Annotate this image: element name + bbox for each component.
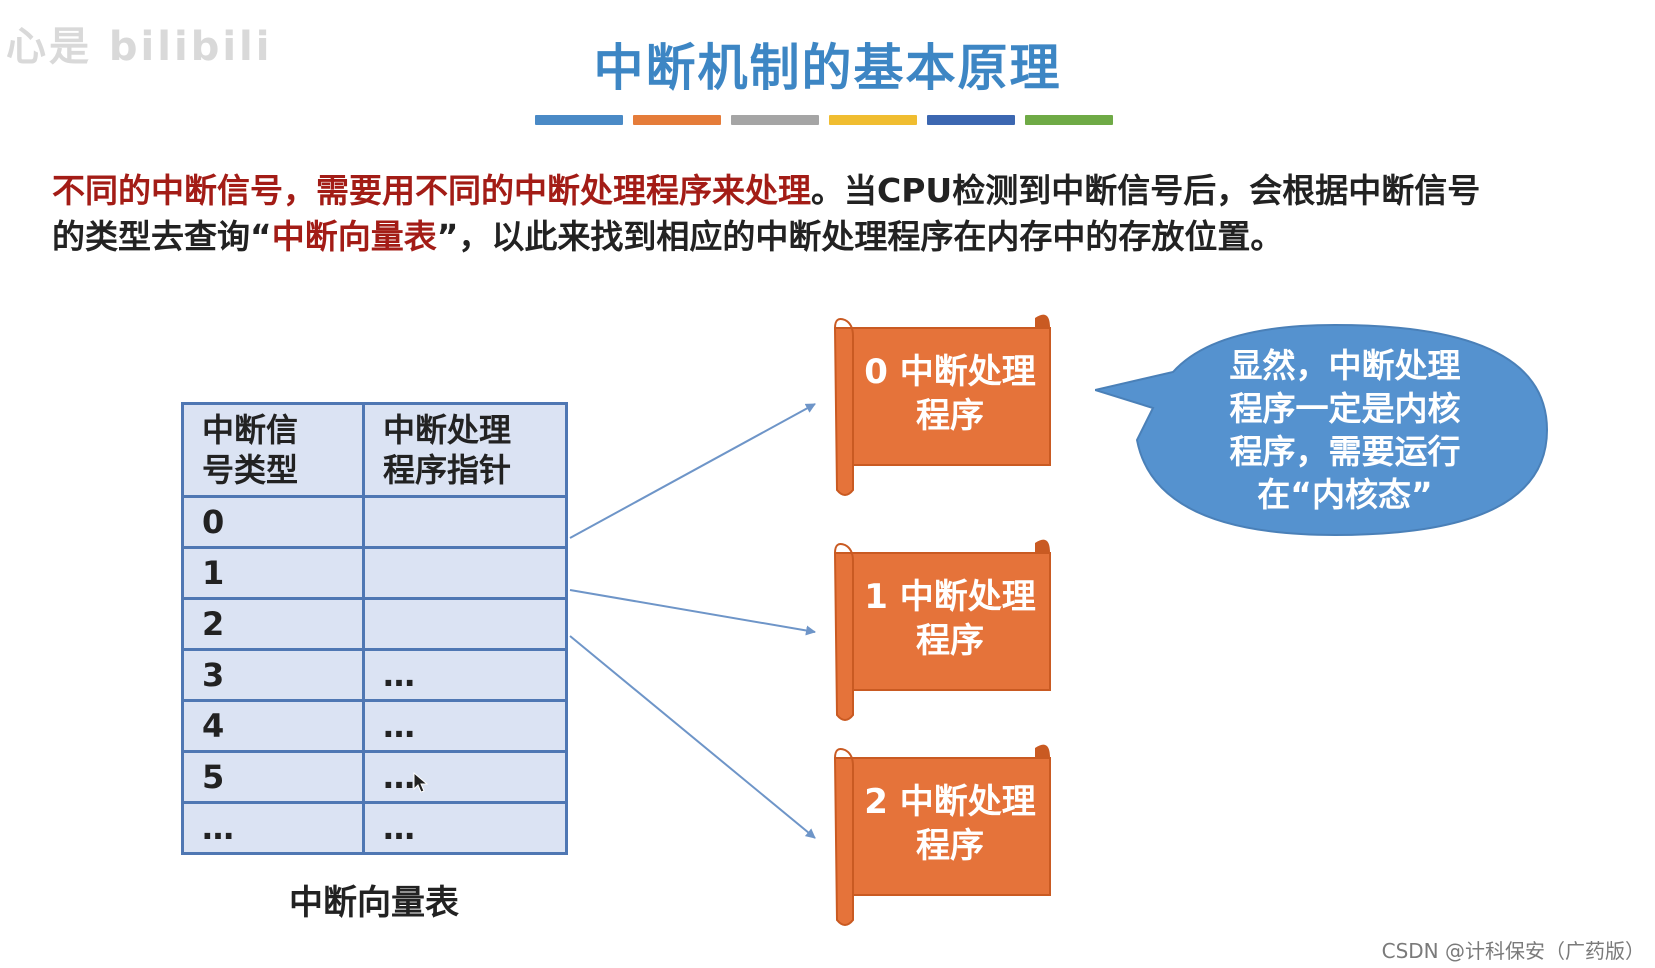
header-signal-type: 中断信号类型	[181, 402, 365, 498]
pointer-cell: …	[362, 648, 568, 702]
intro-text-3: ”，以此来找到相应的中断处理程序在内存中的存放位置。	[436, 217, 1284, 256]
table-row: 1	[181, 546, 568, 600]
signal-type-cell: 5	[181, 750, 365, 804]
pointer-cell	[362, 597, 568, 651]
signal-type-cell: 4	[181, 699, 365, 753]
scroll-shape-1	[833, 539, 1051, 721]
header-handler-pointer: 中断处理程序指针	[362, 402, 568, 498]
signal-type-cell: 2	[181, 597, 365, 651]
title-bar-1	[535, 115, 623, 125]
title-bar-2	[633, 115, 721, 125]
intro-highlight-2: 中断向量表	[271, 217, 437, 256]
signal-type-cell: 3	[181, 648, 365, 702]
title-bar-4	[829, 115, 917, 125]
intro-text-2: 的类型去查询“	[52, 217, 272, 256]
handler-card-0: 0 中断处理程序	[815, 310, 1065, 496]
scroll-shape-2	[833, 744, 1051, 926]
title-bar-5	[927, 115, 1015, 125]
table-row: 3…	[181, 648, 568, 702]
signal-type-cell: …	[181, 801, 365, 855]
pointer-cell: …	[362, 801, 568, 855]
arrow-row2-to-handler2	[569, 635, 816, 839]
arrow-row0-to-handler0	[569, 403, 816, 539]
handler-label-2: 2 中断处理程序	[864, 782, 1036, 866]
arrow-row1-to-handler1	[569, 589, 816, 636]
video-watermark-logo: 心是 bilibili	[6, 24, 273, 70]
table-header-row: 中断信号类型 中断处理程序指针	[181, 402, 568, 498]
table-caption: 中断向量表	[289, 883, 459, 923]
page-title: 中断机制的基本原理	[593, 39, 1062, 97]
handler-card-1: 1 中断处理程序	[815, 535, 1065, 721]
mouse-pointer-icon	[413, 772, 429, 793]
intro-highlight-1: 不同的中断信号，需要用不同的中断处理程序来处理	[52, 171, 811, 210]
table-row: 0	[181, 495, 568, 549]
table-row: 4…	[181, 699, 568, 753]
callout-text: 显然，中断处理 程序一定是内核 程序，需要运行 在“内核态”	[1229, 346, 1461, 514]
pointer-cell	[362, 546, 568, 600]
title-color-bars	[535, 115, 1115, 125]
table-row: 5…	[181, 750, 568, 804]
pointer-cell: …	[362, 699, 568, 753]
callout-bubble	[1095, 323, 1549, 537]
scroll-shape-0	[833, 314, 1051, 496]
signal-type-cell: 0	[181, 495, 365, 549]
pointer-cell: …	[362, 750, 568, 804]
signal-type-cell: 1	[181, 546, 365, 600]
title-bar-3	[731, 115, 819, 125]
csdn-watermark: CSDN @计科保安（广药版）	[1381, 939, 1645, 963]
intro-text-1: 。当CPU检测到中断信号后，会根据中断信号	[811, 171, 1481, 210]
handler-label-1: 1 中断处理程序	[864, 577, 1036, 661]
pointer-cell	[362, 495, 568, 549]
handler-card-2: 2 中断处理程序	[815, 740, 1065, 926]
interrupt-vector-table: 中断信号类型 中断处理程序指针 0 1 2 3… 4… 5… ……	[181, 402, 568, 855]
table-row: ……	[181, 801, 568, 855]
title-bar-6	[1025, 115, 1113, 125]
handler-label-0: 0 中断处理程序	[864, 352, 1036, 436]
intro-paragraph: 不同的中断信号，需要用不同的中断处理程序来处理。当CPU检测到中断信号后，会根据…	[52, 168, 1622, 260]
table-row: 2	[181, 597, 568, 651]
